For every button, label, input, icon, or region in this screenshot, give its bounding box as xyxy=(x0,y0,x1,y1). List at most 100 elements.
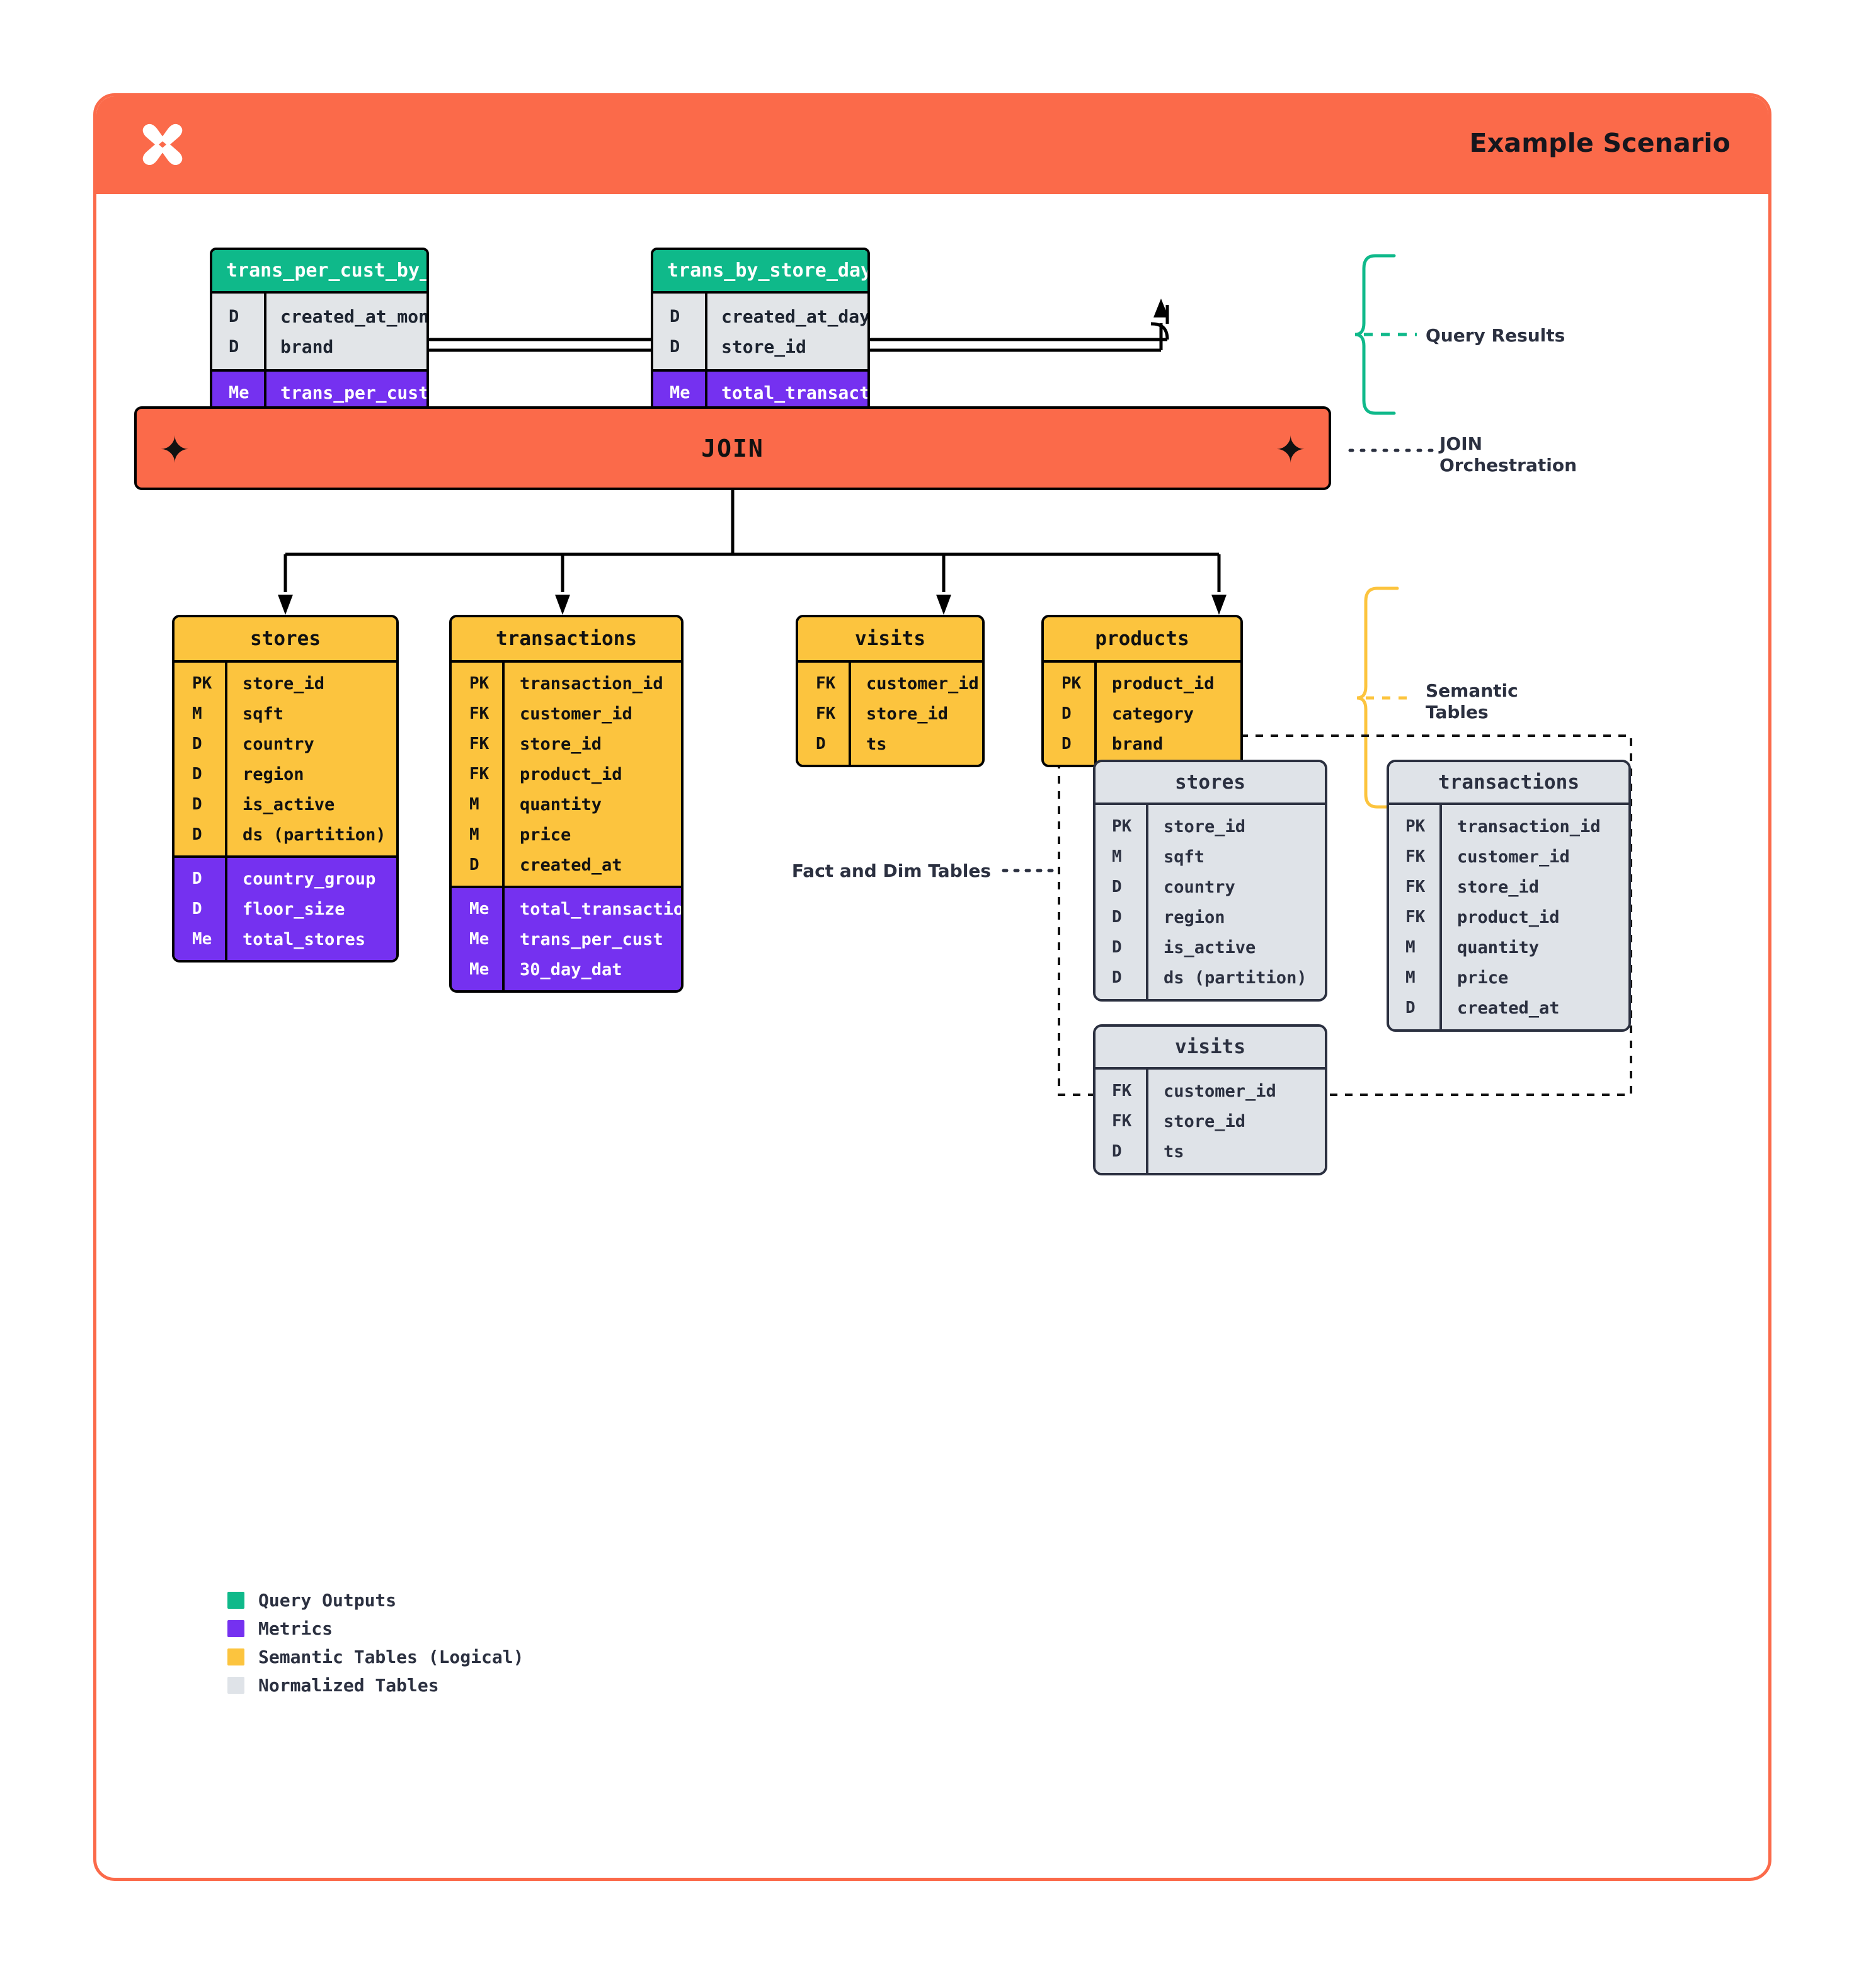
column-kind: D xyxy=(1061,704,1072,723)
column-kind: Me xyxy=(229,382,249,403)
sparkle-icon: ✦ xyxy=(159,428,190,471)
table-row: Me trans_per_cust xyxy=(212,377,426,408)
legend-label: Semantic Tables (Logical) xyxy=(258,1647,524,1667)
legend-label: Metrics xyxy=(258,1618,333,1639)
column-kind: PK xyxy=(192,674,212,693)
annotation-join-orchestration-line1: JOIN xyxy=(1439,433,1483,454)
column-kind: D xyxy=(1112,877,1122,896)
column-name: price xyxy=(1457,968,1509,988)
column-name: created_at_day xyxy=(721,306,870,327)
column-kind: Me xyxy=(192,930,212,949)
column-kind: FK xyxy=(1112,1112,1132,1131)
column-name: trans_per_cust xyxy=(280,382,429,403)
column-name: total_transactions xyxy=(520,899,684,919)
column-name: sqft xyxy=(1164,847,1205,867)
column-name: customer_id xyxy=(1457,847,1570,867)
column-name: country xyxy=(1164,877,1235,897)
table-row: Me total_transactions xyxy=(653,377,867,408)
legend-label: Query Outputs xyxy=(258,1590,397,1611)
column-name: product_id xyxy=(520,764,622,784)
table-title: transactions xyxy=(1389,762,1628,805)
scenario-card: Example Scenario xyxy=(93,93,1771,1881)
column-kind: Me xyxy=(469,900,489,918)
column-name: trans_per_cust xyxy=(520,929,663,949)
column-name: store_id xyxy=(520,734,602,754)
column-name: store_id xyxy=(1164,816,1246,837)
column-kind: M xyxy=(1405,938,1416,957)
column-name: customer_id xyxy=(520,704,632,724)
legend-swatch-query-outputs xyxy=(227,1592,244,1609)
column-kind: M xyxy=(192,704,202,723)
query-result-table[interactable]: trans_by_store_day D created_at_day D st… xyxy=(651,248,870,416)
column-kind: D xyxy=(1405,998,1416,1017)
legend-swatch-semantic-tables xyxy=(227,1648,244,1665)
join-node[interactable]: ✦ JOIN ✦ xyxy=(134,406,1331,490)
query-result-table[interactable]: trans_per_cust_by_brand_month D created_… xyxy=(210,248,429,416)
table-row: D created_at_day xyxy=(653,301,867,331)
column-kind: D xyxy=(1112,968,1122,987)
table-title: trans_per_cust_by_brand_month xyxy=(212,250,426,294)
column-name: total_stores xyxy=(243,929,366,949)
table-row: Me total_stores xyxy=(175,924,396,954)
column-kind: M xyxy=(1405,968,1416,987)
diagram-canvas: trans_per_cust_by_brand_month D created_… xyxy=(96,194,1775,1881)
legend-swatch-normalized-tables xyxy=(227,1677,244,1694)
legend-label: Normalized Tables xyxy=(258,1675,439,1696)
column-kind: D xyxy=(192,825,202,844)
metric-group: Me total_transactions xyxy=(653,369,867,413)
column-name: quantity xyxy=(1457,937,1540,957)
metric-group: Me trans_per_cust xyxy=(212,369,426,413)
card-header: Example Scenario xyxy=(96,96,1768,194)
table-title: stores xyxy=(175,617,396,663)
dimension-group: D created_at_month D brand xyxy=(212,294,426,369)
table-title: stores xyxy=(1096,762,1325,805)
legend-item: Metrics xyxy=(227,1614,524,1643)
column-kind: D xyxy=(1061,734,1072,753)
column-name: 30_day_dat xyxy=(520,959,622,980)
column-name: quantity xyxy=(520,794,602,814)
column-name: transaction_id xyxy=(1457,816,1601,837)
sparkle-icon: ✦ xyxy=(1275,428,1306,471)
column-kind: PK xyxy=(1061,674,1082,693)
column-kind: M xyxy=(469,825,479,844)
annotation-join-orchestration: JOIN Orchestration xyxy=(1439,433,1577,476)
column-name: customer_id xyxy=(866,673,979,694)
legend-item: Query Outputs xyxy=(227,1586,524,1614)
table-row: D brand xyxy=(212,331,426,362)
table-title: visits xyxy=(798,617,982,663)
column-name: store_id xyxy=(1457,877,1540,897)
column-kind: D xyxy=(192,900,202,918)
column-name: country xyxy=(243,734,314,754)
dimension-group: D created_at_day D store_id xyxy=(653,294,867,369)
column-name: total_transactions xyxy=(721,382,870,403)
column-name: floor_size xyxy=(243,899,345,919)
column-name: product_id xyxy=(1457,907,1560,927)
column-name: category xyxy=(1112,704,1194,724)
